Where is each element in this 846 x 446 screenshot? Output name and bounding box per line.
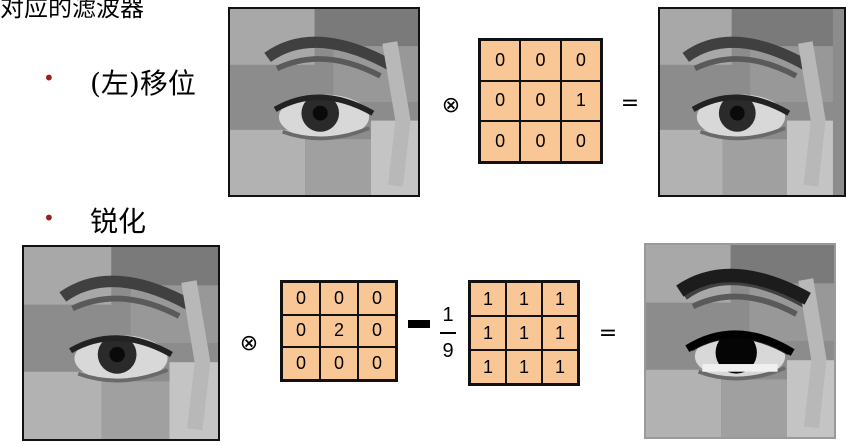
kernel-cell: 0 (358, 315, 396, 348)
kernel-cell: 1 (506, 350, 542, 384)
kernel-cell: 0 (480, 81, 520, 122)
bullet-sharpen: • (43, 206, 55, 230)
kernel-cell: 0 (480, 40, 520, 81)
kernel-cell: 1 (470, 316, 506, 350)
eye-image-sharpened (644, 243, 836, 439)
kernel-cell: 1 (542, 282, 578, 316)
label-shift: (左)移位 (90, 62, 196, 102)
kernel-cell: 0 (282, 315, 320, 348)
convolution-operator-1: ⊗ (436, 90, 466, 120)
kernel-cell: 0 (282, 347, 320, 380)
minus-operator (408, 320, 430, 328)
kernel-cell: 1 (506, 316, 542, 350)
kernel-box-blur: 1 1 1 1 1 1 1 1 1 (468, 280, 580, 386)
kernel-cell: 1 (470, 282, 506, 316)
top-text-fragment: 对应的滤波器 (0, 0, 144, 23)
fraction-numerator: 1 (438, 304, 458, 327)
equals-sign-1: = (618, 88, 642, 118)
kernel-cell: 0 (320, 347, 358, 380)
label-sharpen: 锐化 (90, 200, 146, 240)
kernel-cell: 1 (561, 81, 601, 122)
equals-sign-2: = (596, 318, 620, 348)
bullet-shift: • (43, 66, 55, 90)
convolution-operator-2: ⊗ (234, 328, 264, 358)
fraction-denominator: 9 (438, 340, 458, 363)
kernel-cell: 0 (561, 40, 601, 81)
eye-image-original-2 (22, 245, 220, 441)
eye-image-shifted (658, 7, 846, 197)
kernel-cell: 1 (470, 350, 506, 384)
kernel-cell: 1 (542, 350, 578, 384)
kernel-cell: 0 (520, 81, 560, 122)
kernel-identity-scaled: 0 0 0 0 2 0 0 0 0 (280, 280, 398, 382)
kernel-cell: 0 (480, 121, 520, 162)
kernel-cell: 0 (358, 282, 396, 315)
kernel-cell: 0 (561, 121, 601, 162)
kernel-cell: 0 (520, 121, 560, 162)
kernel-cell: 0 (320, 282, 358, 315)
kernel-cell: 1 (542, 316, 578, 350)
kernel-cell: 2 (320, 315, 358, 348)
kernel-cell: 0 (520, 40, 560, 81)
kernel-cell: 0 (282, 282, 320, 315)
kernel-cell: 1 (506, 282, 542, 316)
eye-image-original-1 (228, 7, 420, 197)
kernel-cell: 0 (358, 347, 396, 380)
kernel-shift: 0 0 0 0 0 1 0 0 0 (478, 38, 603, 164)
fraction-bar (440, 332, 456, 334)
